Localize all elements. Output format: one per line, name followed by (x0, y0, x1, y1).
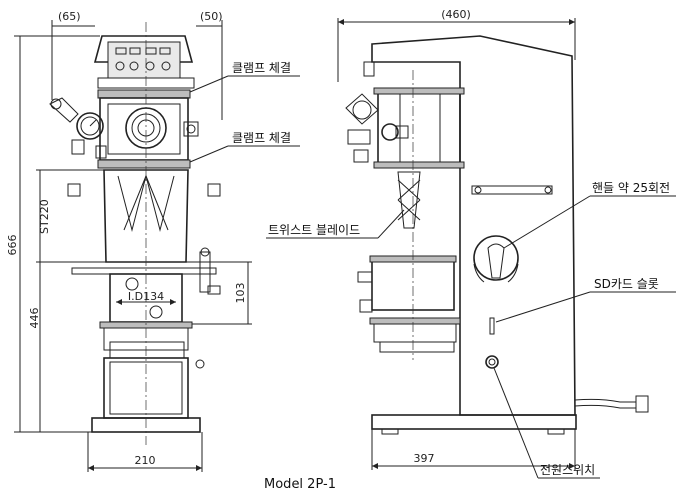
side-view: (460) (337, 8, 649, 470)
dim-front-top-right: (50) (200, 10, 223, 23)
dim-inner-diameter: I.D134 (128, 290, 164, 303)
dim-stroke: ST220 (38, 199, 51, 234)
front-right-fitting (183, 121, 199, 137)
label-sd-slot: SD카드 슬롯 (594, 277, 659, 291)
side-annotations: 트위스트 블레이드 핸들 약 25회전 SD카드 슬롯 전원스위치 (266, 180, 676, 479)
front-dimensions: (65) (50) 666 ST220 446 103 I.D134 (6, 10, 252, 472)
side-chamber (377, 91, 461, 165)
front-valve-handle (49, 97, 79, 123)
front-pressure-gauge (76, 112, 104, 140)
dim-front-top-left: (65) (58, 10, 81, 23)
front-rail (71, 267, 217, 275)
dim-side-top-width: (460) (441, 8, 471, 21)
dim-height-bowl: 103 (234, 283, 247, 304)
label-handle: 핸들 약 25회전 (592, 180, 670, 195)
label-clamp-lower: 클램프 체결 (232, 131, 291, 145)
side-sd-slot (489, 317, 495, 335)
dim-height-lower: 446 (28, 308, 41, 329)
dim-side-base-width: 397 (414, 452, 435, 465)
label-twist-blade: 트위스트 블레이드 (268, 223, 360, 237)
front-lower-clamp (97, 159, 191, 169)
front-annotations: 클램프 체결 클램프 체결 (189, 61, 300, 163)
front-control-panel (107, 41, 181, 79)
side-base-plate (371, 414, 577, 430)
side-bowl (371, 259, 455, 311)
side-handle (473, 235, 519, 281)
label-clamp-upper: 클램프 체결 (232, 61, 291, 75)
dim-front-base-width: 210 (135, 454, 156, 467)
label-power-switch: 전원스위치 (540, 463, 595, 477)
front-view (49, 22, 221, 445)
model-caption: Model 2P-1 (264, 477, 336, 492)
side-rail (471, 185, 553, 195)
front-upper-clamp (97, 89, 191, 99)
side-power-switch (485, 355, 499, 369)
side-gauge (345, 93, 379, 125)
side-twist-blade (397, 171, 421, 229)
side-power-cord (574, 398, 636, 403)
dim-height-total: 666 (6, 235, 19, 256)
